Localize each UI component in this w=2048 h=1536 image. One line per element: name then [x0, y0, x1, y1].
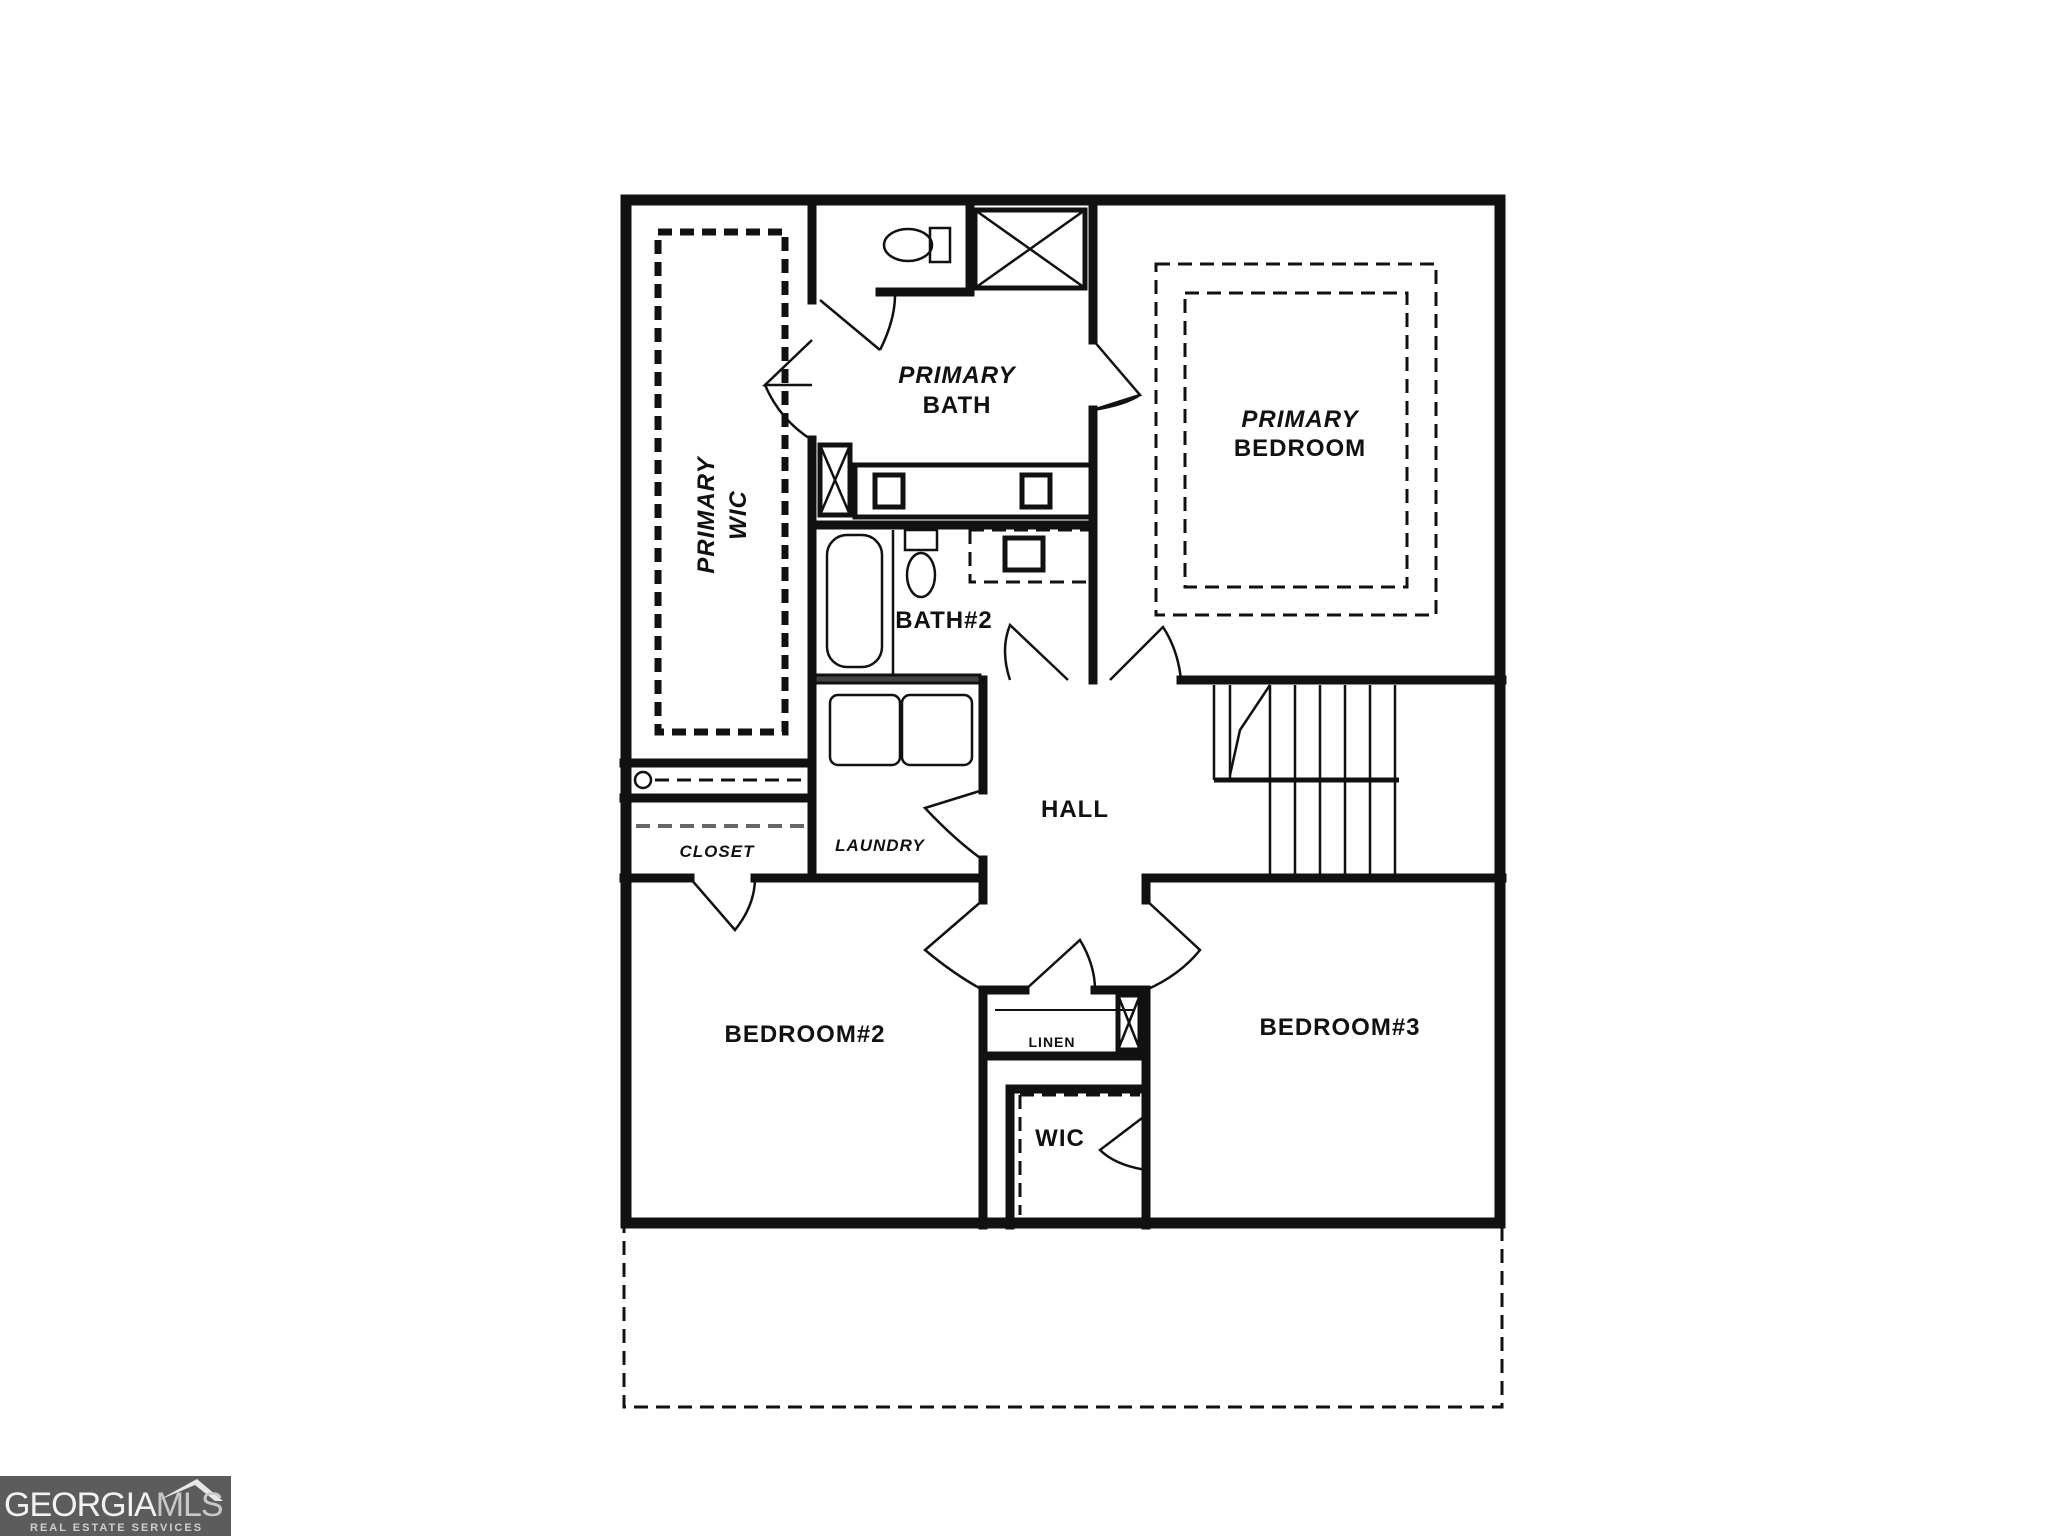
tray-ceiling-inner: [1183, 291, 1409, 589]
label-bedroom2: BEDROOM#2: [724, 1021, 885, 1048]
wic-shelving: [654, 228, 789, 736]
label-bath2: BATH#2: [895, 607, 993, 634]
label-wic: WIC: [1035, 1125, 1085, 1152]
wall-hatch: [813, 673, 982, 685]
logo-name-mls: MLS: [155, 1486, 224, 1524]
georgia-mls-logo: GEORGIAMLS REAL ESTATE SERVICES: [0, 1476, 231, 1536]
label-closet: CLOSET: [680, 842, 756, 861]
label-laundry: LAUNDRY: [835, 836, 925, 855]
label-bedroom3: BEDROOM#3: [1259, 1014, 1420, 1041]
tray-ceiling-outer: [1154, 262, 1438, 617]
label-primary-bedroom: PRIMARY: [1241, 406, 1359, 433]
stairs: [1212, 684, 1399, 878]
roof-icon: [157, 1479, 223, 1501]
label-primary-bath: PRIMARY: [898, 362, 1016, 389]
porch-outline: [622, 1223, 1504, 1409]
doors: [689, 294, 1202, 1172]
label-primary-wic: PRIMARY: [693, 455, 720, 573]
interior-walls: [619, 195, 1507, 1230]
label-hall: HALL: [1041, 796, 1109, 823]
label-primary-bath-2: BATH: [923, 392, 992, 419]
fixtures: [633, 207, 1143, 1215]
label-linen: LINEN: [1029, 1034, 1076, 1050]
logo-name-georgia: GEORGIA: [4, 1486, 157, 1524]
label-primary-bedroom-2: BEDROOM: [1234, 435, 1366, 462]
logo-tagline: REAL ESTATE SERVICES: [30, 1522, 204, 1534]
label-primary-wic-2: WIC: [725, 490, 752, 540]
exterior-wall: [620, 194, 1506, 1229]
